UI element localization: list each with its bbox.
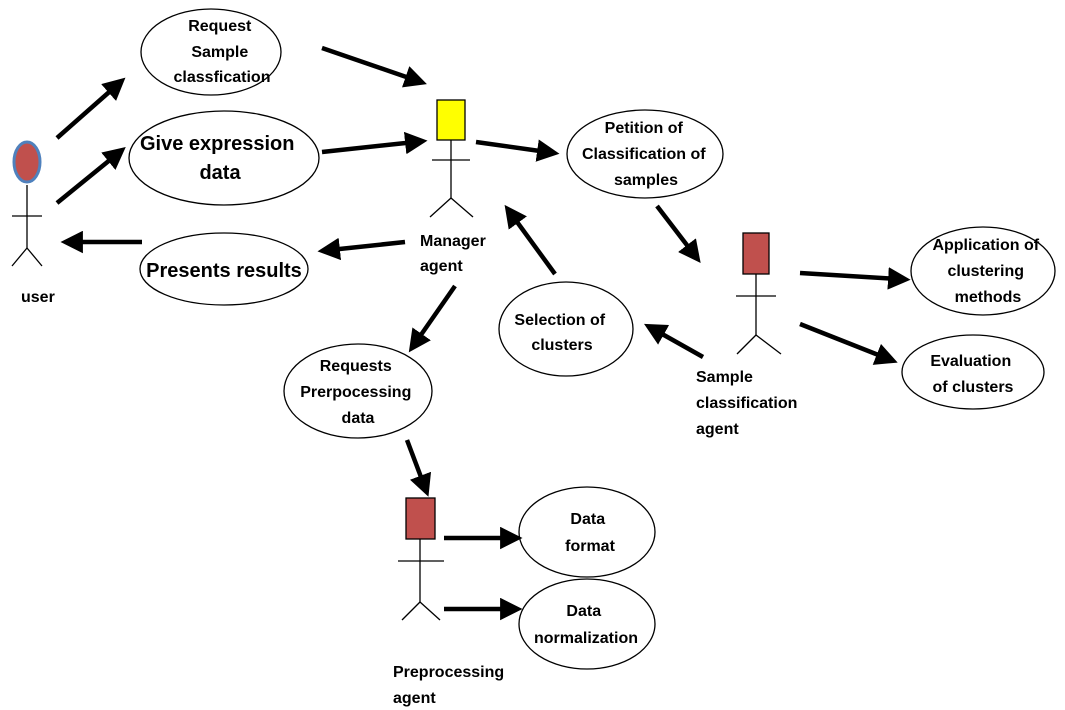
actor-user: user [11, 140, 55, 306]
arrow-manager-to-presents [317, 237, 406, 261]
user-label: user [21, 289, 55, 306]
sample-agent-head-icon [742, 232, 770, 275]
usecase-line: Prerpocessing [300, 384, 411, 401]
usecase-petition-of-classification: Petition of Classification of samples [566, 109, 724, 199]
usecase-line: Sample [191, 44, 248, 61]
usecase-line: clusters [531, 337, 592, 354]
manager-head-icon [436, 99, 466, 141]
svg-text:Data format: Data format [565, 511, 615, 555]
arrow-sample-agent-to-selection [644, 323, 705, 359]
usecase-request-sample-classification: Request Sample classfication [140, 8, 282, 96]
usecase-selection-of-clusters: Selection of clusters [498, 281, 634, 377]
usecase-line: format [565, 538, 615, 555]
usecase-evaluation-of-clusters: Evaluation of clusters [901, 334, 1045, 410]
svg-text:Application of clusterin: Application of clustering methods [932, 237, 1043, 306]
arrow-selection-to-manager [504, 204, 557, 276]
svg-text:Request Sample cla: Request Sample classfication [174, 18, 271, 86]
arrows [55, 45, 911, 621]
preprocessing-head-icon [405, 497, 436, 540]
preprocessing-label: Preprocessing agent [393, 664, 509, 707]
arrow-manager-to-petition [475, 139, 560, 162]
manager-label: Manager agent [420, 233, 490, 275]
usecase-give-expression-data: Give expression data [128, 110, 320, 206]
arrow-petition-to-sample-agent [655, 204, 701, 264]
usecase-line: normalization [534, 630, 638, 647]
usecase-line: Application of [932, 237, 1039, 254]
usecase-line: Requests [320, 358, 392, 375]
usecase-line: Request [188, 18, 252, 35]
usecase-line: Petition of [605, 120, 684, 137]
preprocessing-label-line: agent [393, 690, 436, 707]
arrow-user-to-request [55, 77, 126, 140]
usecase-line: classfication [174, 69, 271, 86]
usecase-line: samples [614, 172, 678, 189]
usecase-line: Presents results [146, 260, 302, 282]
preprocessing-label-line: Preprocessing [393, 664, 504, 681]
usecase-line: Data [570, 511, 605, 528]
svg-text:Petition of Classificati: Petition of Classification of samples [582, 120, 710, 189]
usecase-line: Classification of [582, 146, 706, 163]
usecase-data-format: Data format [518, 486, 656, 578]
manager-label-line: agent [420, 258, 463, 275]
user-head-icon [12, 140, 42, 184]
actor-manager-agent: Manager agent [420, 99, 490, 275]
user-label-line: user [21, 289, 55, 306]
usecase-presents-results: Presents results [139, 232, 309, 306]
sample-agent-label-line: Sample [696, 369, 753, 386]
usecase-line: clustering [948, 263, 1024, 280]
arrow-sample-agent-to-evaluation [799, 321, 898, 365]
svg-text:Selection of clusters: Selection of clusters [514, 312, 609, 354]
arrow-request-to-manager [321, 45, 427, 88]
svg-text:Presents results: Presents results [146, 260, 302, 282]
actor-preprocessing-agent: Preprocessing agent [393, 497, 509, 707]
arrow-manager-to-requests-prep [408, 284, 457, 353]
svg-text:Evaluation of clusters: Evaluation of clusters [930, 353, 1015, 396]
sample-agent-label-line: agent [696, 421, 739, 438]
usecase-line: of clusters [933, 379, 1014, 396]
arrow-requests-prep-to-preprocessing [404, 439, 432, 497]
usecase-line: Selection of [514, 312, 605, 329]
arrow-give-expression-to-manager [321, 131, 428, 155]
usecase-line: methods [955, 289, 1022, 306]
usecase-line: Data [566, 603, 601, 620]
usecase-line: data [199, 162, 241, 184]
svg-text:Requests Prerpocessing: Requests Prerpocessing data [300, 358, 416, 427]
sample-agent-label-line: classification [696, 395, 797, 412]
arrow-sample-agent-to-application [799, 267, 911, 290]
usecase-line: Give expression [140, 133, 295, 155]
actor-sample-classification-agent: Sample classification agent [696, 232, 802, 438]
arrow-user-to-give-expression [55, 147, 126, 205]
sample-agent-label: Sample classification agent [696, 369, 802, 438]
usecase-line: Evaluation [930, 353, 1011, 370]
usecase-application-of-clustering-methods: Application of clustering methods [910, 226, 1056, 316]
svg-text:Data normalization: Data normalization [534, 603, 638, 647]
manager-label-line: Manager [420, 233, 486, 250]
usecase-data-normalization: Data normalization [518, 578, 656, 670]
usecase-line: data [342, 410, 375, 427]
usecase-requests-preprocessing-data: Requests Prerpocessing data [283, 343, 433, 439]
svg-text:Give expression data: Give expression data [140, 133, 300, 184]
